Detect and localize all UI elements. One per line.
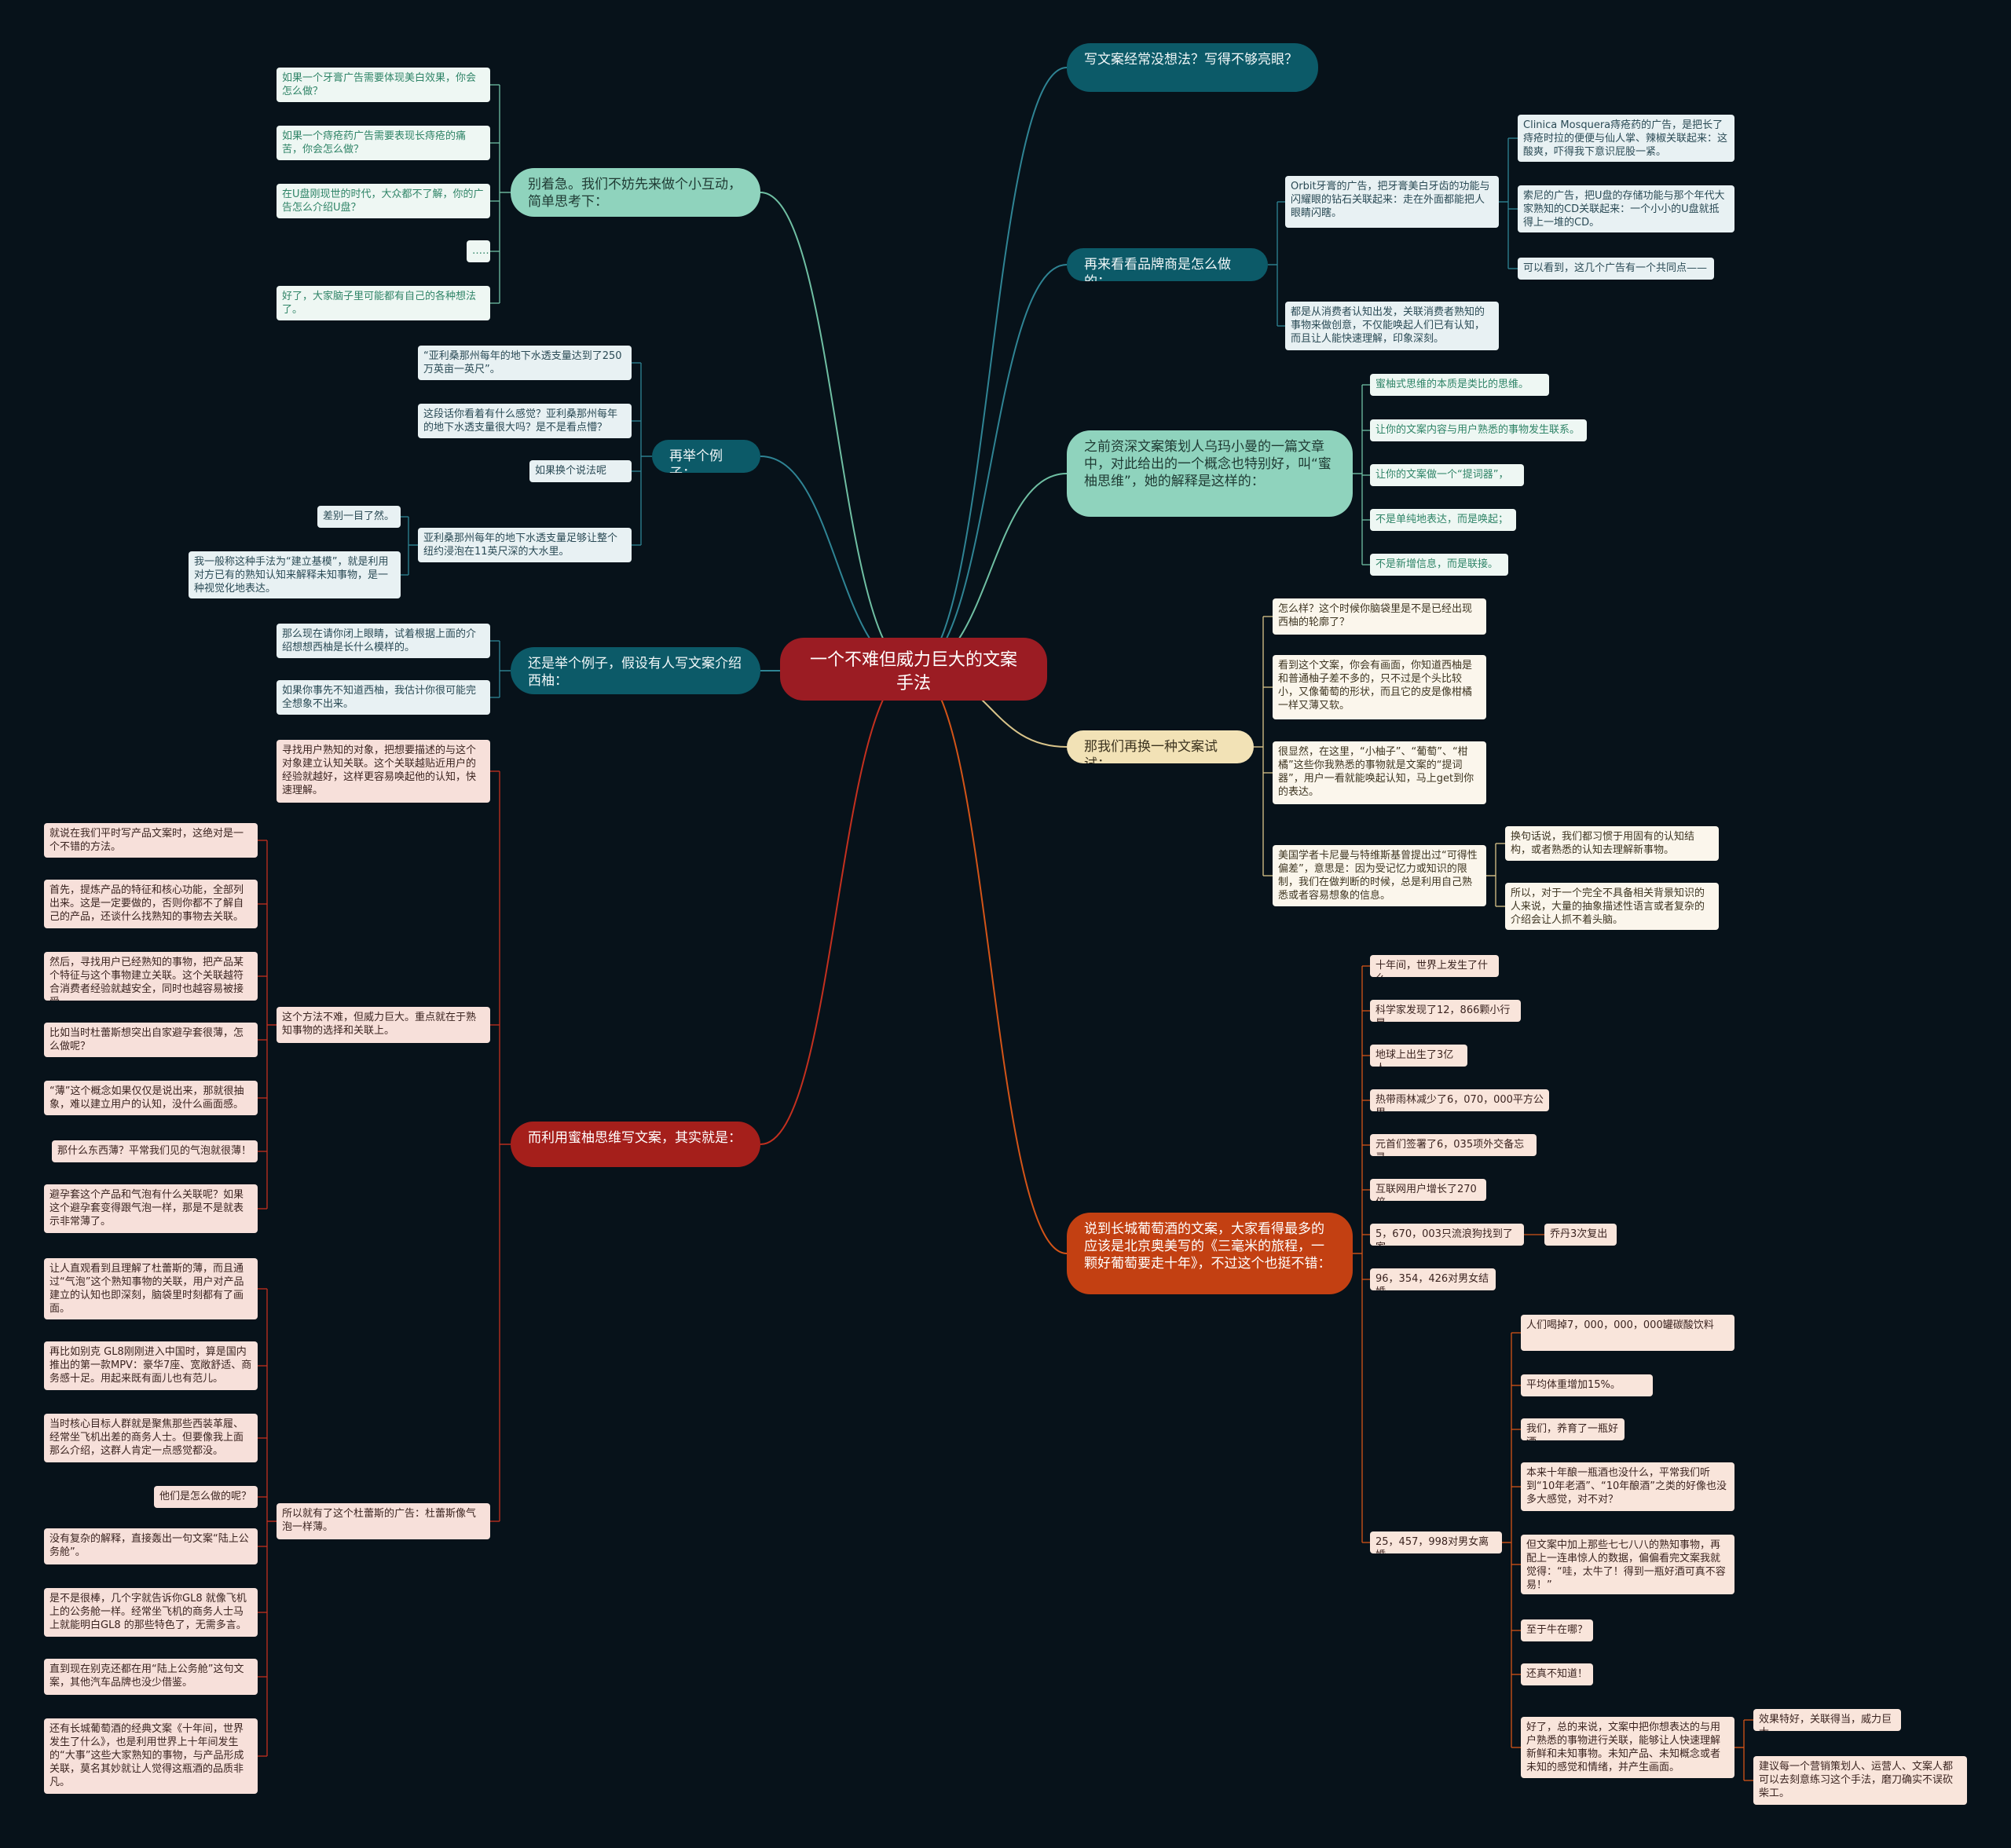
r4-leaf-2: 很显然，在这里，“小柚子”、“葡萄”、“柑橘”这些你我熟悉的事物就是文案的“提词… [1273, 741, 1486, 804]
branch-l1[interactable]: 别着急。我们不妨先来做个小互动，简单思考下： [511, 168, 760, 217]
connector-line [913, 264, 1068, 670]
l4-grand-b-0: 让人直观看到且理解了杜蕾斯的薄，而且通过“气泡”这个熟知事物的关联，用户对产品建… [44, 1258, 258, 1319]
r3-leaf-4: 不是新增信息，而是联接。 [1370, 554, 1508, 576]
connector-line [913, 67, 1068, 670]
l2-leaf-3: 亚利桑那州每年的地下水透支量足够让整个纽约浸泡在11英尺深的大水里。 [418, 528, 632, 562]
r5-leaf-8: 25，457，998对男女离婚 [1370, 1531, 1502, 1553]
l1-leaf-2: 在U盘刚现世的时代，大众都不了解，你的广告怎么介绍U盘？ [277, 184, 490, 218]
l1-leaf-0: 如果一个牙膏广告需要体现美白效果，你会怎么做？ [277, 68, 490, 102]
r5-grand-0: 人们喝掉7，000，000，000罐碳酸饮料 [1521, 1315, 1734, 1351]
l3-leaf-0: 那么现在请你闭上眼睛，试着根据上面的介绍想想西柚是长什么模样的。 [277, 624, 490, 658]
branch-r4[interactable]: 那我们再换一种文案试试： [1067, 730, 1254, 763]
l4-grand-b-4: 没有复杂的解释，直接轰出一句文案“陆上公务舱”。 [44, 1528, 258, 1564]
r5-leaf-1: 科学家发现了12，866颗小行星 [1370, 1000, 1521, 1022]
l4-leaf-0: 寻找用户熟知的对象，把想要描述的与这个对象建立认知关联。这个关联越贴近用户的经验… [277, 740, 490, 803]
r5-leaf-6: 5，670，003只流浪狗找到了家 [1370, 1224, 1524, 1246]
r4-leaf-3: 美国学者卡尼曼与特维斯基曾提出过“可得性偏差”，意思是：因为受记忆力或知识的限制… [1273, 845, 1486, 906]
r5-leaf-4: 元首们签署了6，035项外交备忘录 [1370, 1134, 1537, 1156]
branch-r1[interactable]: 写文案经常没想法？写得不够亮眼？ [1067, 43, 1318, 92]
r4-leaf-1: 看到这个文案，你会有画面，你知道西柚是和普通柚子差不多的，只不过是个头比较小，又… [1273, 655, 1486, 719]
l1-leaf-1: 如果一个痔疮药广告需要表现长痔疮的痛苦，你会怎么做？ [277, 126, 490, 160]
l4-leaf-2: 所以就有了这个杜蕾斯的广告：杜蕾斯像气泡一样薄。 [277, 1503, 490, 1539]
l4-grand-a-0: 就说在我们平时写产品文案时，这绝对是一个不错的方法。 [44, 823, 258, 858]
l2-leaf-2: 如果换个说法呢—— [529, 460, 632, 482]
r5-grand-3: 本来十年酿一瓶酒也没什么，平常我们听到“10年老酒”、“10年酿酒”之类的好像也… [1521, 1462, 1734, 1511]
r2-grand-common: 可以看到，这几个广告有一个共同点—— [1518, 258, 1714, 280]
l4-grand-b-1: 再比如别克 GL8刚刚进入中国时，算是国内推出的第一款MPV：豪华7座、宽敞舒适… [44, 1341, 258, 1390]
r5-great-grand-1: 建议每一个营销策划人、运营人、文案人都可以去刻意练习这个手法，磨刀确实不误砍柴工… [1753, 1756, 1967, 1805]
l2-leaf-0: “亚利桑那州每年的地下水透支量达到了250万英亩一英尺”。 [418, 346, 632, 380]
l4-grand-a-1: 首先，提炼产品的特征和核心功能，全部列出来。这是一定要做的，否则你都不了解自己的… [44, 880, 258, 928]
r5-grand-jordan: 乔丹3次复出 [1544, 1224, 1617, 1246]
l2-leaf-1: 这段话你看着有什么感觉？亚利桑那州每年的地下水透支量很大吗？是不是看点懵？ [418, 404, 632, 438]
r2-grand-sony: 索尼的广告，把U盘的存储功能与那个年代大家熟知的CD关联起来：一个小小的U盘就抵… [1518, 185, 1734, 232]
l4-leaf-1: 这个方法不难，但威力巨大。重点就在于熟知事物的选择和关联上。 [277, 1007, 490, 1043]
l4-grand-b-6: 直到现在别克还都在用“陆上公务舱”这句文案，其他汽车品牌也没少借鉴。 [44, 1659, 258, 1695]
r3-leaf-1: 让你的文案内容与用户熟悉的事物发生联系。 [1370, 419, 1587, 441]
root-topic[interactable]: 一个不难但威力巨大的文案手法 [780, 638, 1047, 701]
l2-grand-0: 差别一目了然。 [317, 506, 401, 528]
l4-grand-b-5: 是不是很棒，几个字就告诉你GL8 就像飞机上的公务舱一样。经常坐飞机的商务人士马… [44, 1588, 258, 1637]
r5-leaf-0: 十年间，世界上发生了什么 [1370, 955, 1499, 977]
l4-grand-b-3: 他们是怎么做的呢？ [154, 1486, 258, 1508]
connector-line [913, 668, 1068, 1254]
r4-grand-0: 换句话说，我们都习惯于用固有的认知结构，或者熟悉的认知去理解新事物。 [1505, 826, 1719, 861]
l4-grand-a-4: “薄”这个概念如果仅仅是说出来，那就很抽象，难以建立用户的认知，没什么画面感。 [44, 1081, 258, 1115]
r3-leaf-0: 蜜柚式思维的本质是类比的思维。 [1370, 374, 1549, 396]
r5-grand-6: 还真不知道！ [1521, 1663, 1593, 1685]
branch-r5[interactable]: 说到长城葡萄酒的文案，大家看得最多的应该是北京奥美写的《三毫米的旅程，一颗好葡萄… [1067, 1213, 1353, 1294]
branch-l3[interactable]: 还是举个例子，假设有人写文案介绍西柚： [511, 647, 760, 694]
r5-leaf-2: 地球上出生了3亿人 [1370, 1045, 1467, 1067]
l4-grand-a-5: 那什么东西薄？平常我们见的气泡就很薄！ [52, 1140, 258, 1162]
r2-leaf-summary: 都是从消费者认知出发，关联消费者熟知的事物来做创意，不仅能唤起人们已有认知，而且… [1285, 302, 1499, 350]
r4-grand-1: 所以，对于一个完全不具备相关背景知识的人来说，大量的抽象描述性语言或者复杂的介绍… [1505, 883, 1719, 930]
l1-leaf-3: …… [467, 240, 490, 262]
r3-leaf-3: 不是单纯地表达，而是唤起； [1370, 509, 1516, 531]
connector-line [760, 668, 914, 1145]
r3-leaf-2: 让你的文案做一个“提词器”， [1370, 464, 1524, 486]
r5-grand-5: 至于牛在哪？ [1521, 1619, 1593, 1641]
branch-l2[interactable]: 再举个例子： [652, 440, 760, 473]
branch-r3[interactable]: 之前资深文案策划人乌玛小曼的一篇文章中，对此给出的一个概念也特别好，叫“蜜柚思维… [1067, 430, 1353, 517]
r2-leaf-orbit: Orbit牙膏的广告，把牙膏美白牙齿的功能与闪耀眼的钻石关联起来：走在外面都能把… [1285, 176, 1499, 228]
l4-grand-b-7: 还有长城葡萄酒的经典文案《十年间，世界发生了什么》，也是利用世界上十年间发生的“… [44, 1718, 258, 1794]
l4-grand-b-2: 当时核心目标人群就是聚焦那些西装革履、经常坐飞机出差的商务人士。但要像我上面那么… [44, 1414, 258, 1462]
l2-grand-1: 我一般称这种手法为“建立基模”，就是利用对方已有的熟知认知来解释未知事物，是一种… [189, 551, 401, 598]
l4-grand-a-6: 避孕套这个产品和气泡有什么关联呢？如果这个避孕套变得跟气泡一样，那是不是就表示非… [44, 1184, 258, 1233]
l3-leaf-1: 如果你事先不知道西柚，我估计你很可能完全想象不出来。 [277, 680, 490, 715]
r5-leaf-3: 热带雨林减少了6，070，000平方公里 [1370, 1089, 1549, 1111]
l1-leaf-4: 好了，大家脑子里可能都有自己的各种想法了。 [277, 286, 490, 320]
r2-grand-clinica: Clinica Mosquera痔疮药的广告，是把长了痔疮时拉的便便与仙人掌、辣… [1518, 115, 1734, 162]
branch-l4[interactable]: 而利用蜜柚思维写文案，其实就是： [511, 1122, 760, 1167]
r5-grand-4: 但文案中加上那些七七八八的熟知事物，再配上一连串惊人的数据，偏偏看完文案我就觉得… [1521, 1535, 1734, 1594]
r5-grand-1: 平均体重增加15%。 [1521, 1374, 1653, 1396]
branch-r2[interactable]: 再来看看品牌商是怎么做的： [1067, 248, 1268, 281]
r5-leaf-5: 互联网用户增长了270倍 [1370, 1179, 1486, 1201]
connector-line [760, 192, 914, 670]
r5-grand-2: 我们，养育了一瓶好酒。 [1521, 1418, 1625, 1440]
l4-grand-a-3: 比如当时杜蕾斯想突出自家避孕套很薄，怎么做呢？ [44, 1023, 258, 1057]
r4-leaf-0: 怎么样？这个时候你脑袋里是不是已经出现西柚的轮廓了？ [1273, 598, 1486, 635]
r5-great-grand-0: 效果特好，关联得当，威力巨大。 [1753, 1709, 1901, 1731]
r5-leaf-7: 96，354，426对男女结婚 [1370, 1268, 1496, 1290]
l4-grand-a-2: 然后，寻找用户已经熟知的事物，把产品某个特征与这个事物建立关联。这个关联越符合消… [44, 952, 258, 1001]
r5-grand-7: 好了，总的来说，文案中把你想表达的与用户熟悉的事物进行关联，能够让人快速理解新鲜… [1521, 1717, 1734, 1778]
